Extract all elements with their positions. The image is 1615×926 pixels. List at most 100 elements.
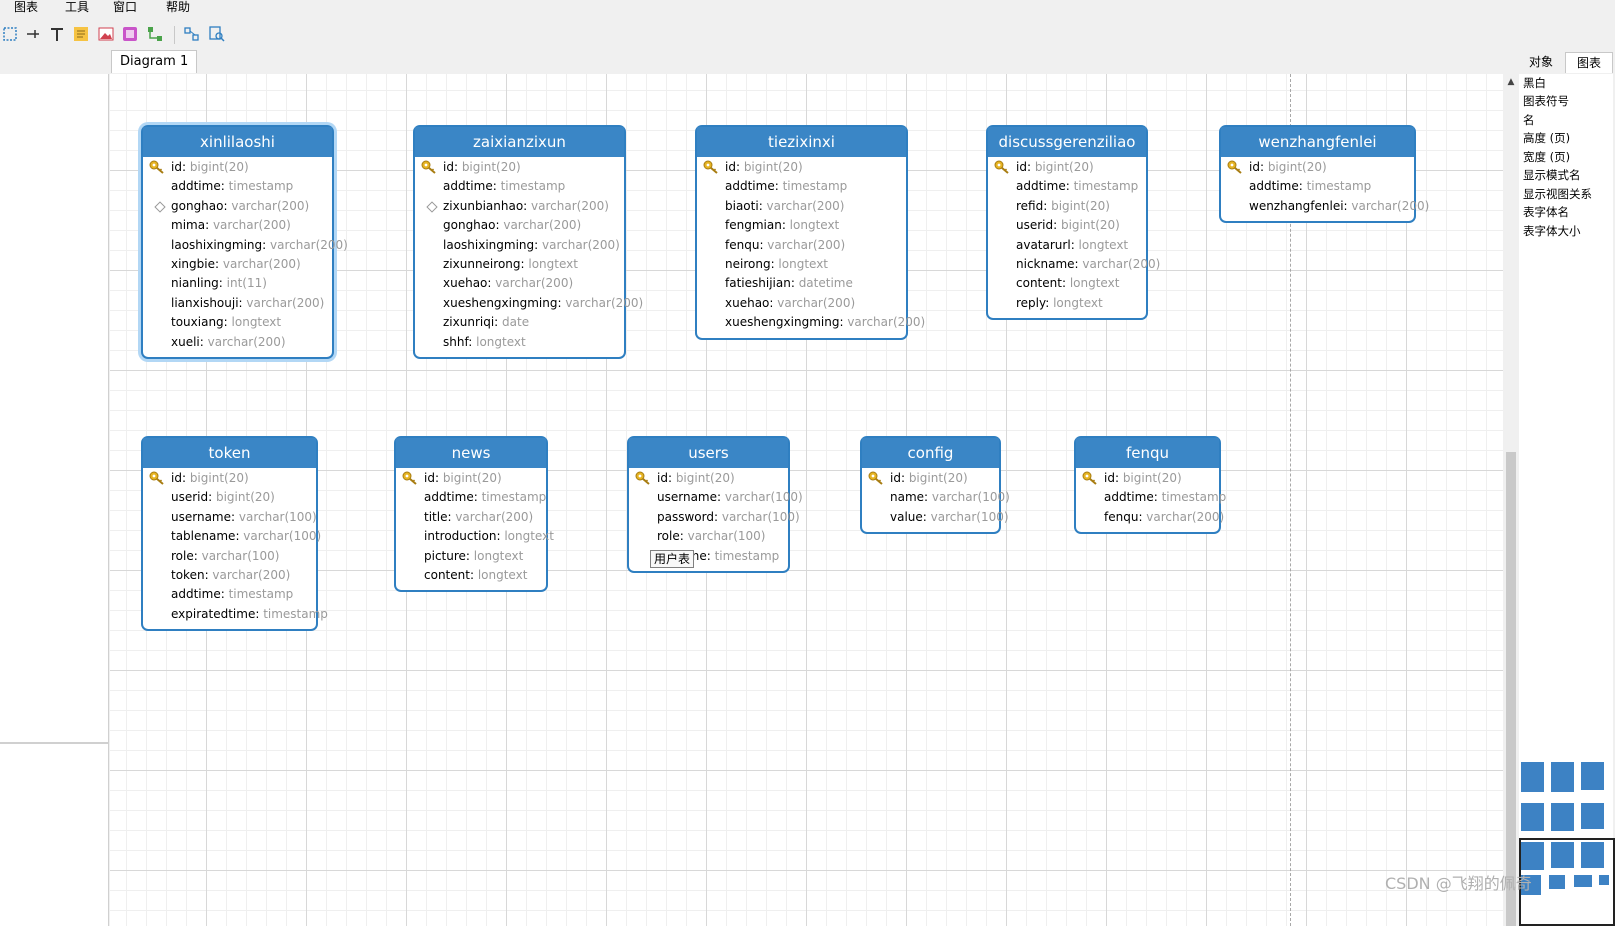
field-row[interactable]: value: varchar(100) [862, 507, 1009, 527]
menu-tools[interactable]: 工具 [65, 0, 90, 14]
field-row[interactable]: addtime: timestamp [988, 176, 1146, 196]
scrollbar-thumb[interactable] [1506, 452, 1516, 926]
auto-layout-icon[interactable] [183, 25, 201, 43]
menu-help[interactable]: 帮助 [166, 0, 191, 14]
field-row[interactable]: addtime: timestamp [143, 584, 316, 604]
field-row[interactable]: tablename: varchar(100) [143, 526, 321, 546]
field-row[interactable]: zixunbianhao: varchar(200) [415, 196, 624, 216]
menu-chart[interactable]: 图表 [14, 0, 39, 14]
field-row[interactable]: addtime: timestamp [415, 176, 624, 196]
field-row[interactable]: addtime: timestamp [143, 176, 332, 196]
table-title[interactable]: xinlilaoshi [143, 127, 332, 157]
prop-height-pages[interactable]: 高度 (页) [1523, 131, 1571, 145]
prop-name[interactable]: 名 [1523, 113, 1535, 127]
field-row[interactable]: wenzhangfenlei: varchar(200) [1221, 196, 1429, 216]
vertical-scrollbar[interactable]: ▲ [1503, 74, 1519, 926]
field-row[interactable]: xueshengxingming: varchar(200) [697, 312, 925, 332]
field-row[interactable]: shhf: longtext [415, 332, 624, 352]
field-row[interactable]: id: bigint(20) [1221, 157, 1414, 177]
field-row[interactable]: reply: longtext [988, 293, 1146, 313]
prop-black-white[interactable]: 黑白 [1523, 76, 1546, 90]
field-row[interactable]: fengmian: longtext [697, 215, 906, 235]
table-title[interactable]: zaixianzixun [415, 127, 624, 157]
field-row[interactable]: userid: bigint(20) [988, 215, 1146, 235]
field-row[interactable]: username: varchar(100) [629, 487, 803, 507]
text-tool-icon[interactable] [48, 25, 66, 43]
field-row[interactable]: token: varchar(200) [143, 565, 316, 585]
table-title[interactable]: fenqu [1076, 438, 1219, 468]
field-row[interactable]: avatarurl: longtext [988, 235, 1146, 255]
field-row[interactable]: biaoti: varchar(200) [697, 196, 906, 216]
minimap-viewport[interactable] [1519, 838, 1615, 926]
field-row[interactable]: touxiang: longtext [143, 312, 332, 332]
menu-window[interactable]: 窗口 [113, 0, 138, 14]
select-region-icon[interactable] [1, 25, 19, 43]
field-row[interactable]: picture: longtext [396, 546, 546, 566]
prop-width-pages[interactable]: 宽度 (页) [1523, 150, 1571, 164]
field-row[interactable]: xingbie: varchar(200) [143, 254, 332, 274]
scroll-up-arrow-icon[interactable]: ▲ [1507, 77, 1515, 87]
table-title[interactable]: token [143, 438, 316, 468]
table-title[interactable]: users [629, 438, 788, 468]
field-row[interactable]: laoshixingming: varchar(200) [415, 235, 624, 255]
prop-table-font-size[interactable]: 表字体大小 [1523, 224, 1581, 238]
field-row[interactable]: fatieshijian: datetime [697, 273, 906, 293]
field-row[interactable]: xuehao: varchar(200) [415, 273, 624, 293]
field-row[interactable]: introduction: longtext [396, 526, 554, 546]
field-row[interactable]: username: varchar(100) [143, 507, 317, 527]
field-row[interactable]: addtime: timestamp [1221, 176, 1414, 196]
field-row[interactable]: neirong: longtext [697, 254, 906, 274]
image-icon[interactable] [97, 25, 115, 43]
field-row[interactable]: mima: varchar(200) [143, 215, 332, 235]
zoom-fit-icon[interactable] [208, 25, 226, 43]
prop-show-view-relations[interactable]: 显示视图关系 [1523, 187, 1592, 201]
field-row[interactable]: title: varchar(200) [396, 507, 546, 527]
field-row[interactable]: id: bigint(20) [143, 468, 316, 488]
table-title[interactable]: wenzhangfenlei [1221, 127, 1414, 157]
field-row[interactable]: addtime: timestamp [396, 487, 546, 507]
prop-table-font-name[interactable]: 表字体名 [1523, 205, 1569, 219]
table-title[interactable]: discussgerenziliao [988, 127, 1146, 157]
field-row[interactable]: id: bigint(20) [697, 157, 906, 177]
field-row[interactable]: addtime: timestamp [1076, 487, 1226, 507]
field-row[interactable]: id: bigint(20) [143, 157, 332, 177]
tab-diagram-1[interactable]: Diagram 1 [111, 50, 198, 73]
table-title[interactable]: config [862, 438, 999, 468]
field-row[interactable]: nianling: int(11) [143, 273, 332, 293]
field-row[interactable]: password: varchar(100) [629, 507, 800, 527]
table-title[interactable]: news [396, 438, 546, 468]
tab-objects[interactable]: 对象 [1528, 55, 1553, 69]
field-row[interactable]: content: longtext [396, 565, 546, 585]
shape-icon[interactable] [121, 25, 139, 43]
field-row[interactable]: role: varchar(100) [143, 546, 316, 566]
tab-diagram[interactable]: 图表 [1565, 52, 1613, 73]
field-row[interactable]: userid: bigint(20) [143, 487, 316, 507]
field-row[interactable]: fenqu: varchar(200) [1076, 507, 1224, 527]
note-icon[interactable] [72, 25, 90, 43]
field-row[interactable]: addtime: timestamp [697, 176, 906, 196]
minimap[interactable] [1519, 750, 1615, 926]
field-row[interactable]: id: bigint(20) [862, 468, 999, 488]
field-row[interactable]: id: bigint(20) [988, 157, 1146, 177]
field-row[interactable]: xueli: varchar(200) [143, 332, 332, 352]
field-row[interactable]: id: bigint(20) [415, 157, 624, 177]
field-row[interactable]: nickname: varchar(200) [988, 254, 1160, 274]
layer-icon[interactable] [146, 25, 164, 43]
field-row[interactable]: id: bigint(20) [396, 468, 546, 488]
field-row[interactable]: lianxishouji: varchar(200) [143, 293, 332, 313]
field-row[interactable]: gonghao: varchar(200) [415, 215, 624, 235]
field-row[interactable]: laoshixingming: varchar(200) [143, 235, 348, 255]
relation-line-icon[interactable] [24, 25, 42, 43]
prop-notation[interactable]: 图表符号 [1523, 94, 1569, 108]
field-row[interactable]: xueshengxingming: varchar(200) [415, 293, 643, 313]
table-title[interactable]: tiezixinxi [697, 127, 906, 157]
field-row[interactable]: fenqu: varchar(200) [697, 235, 906, 255]
